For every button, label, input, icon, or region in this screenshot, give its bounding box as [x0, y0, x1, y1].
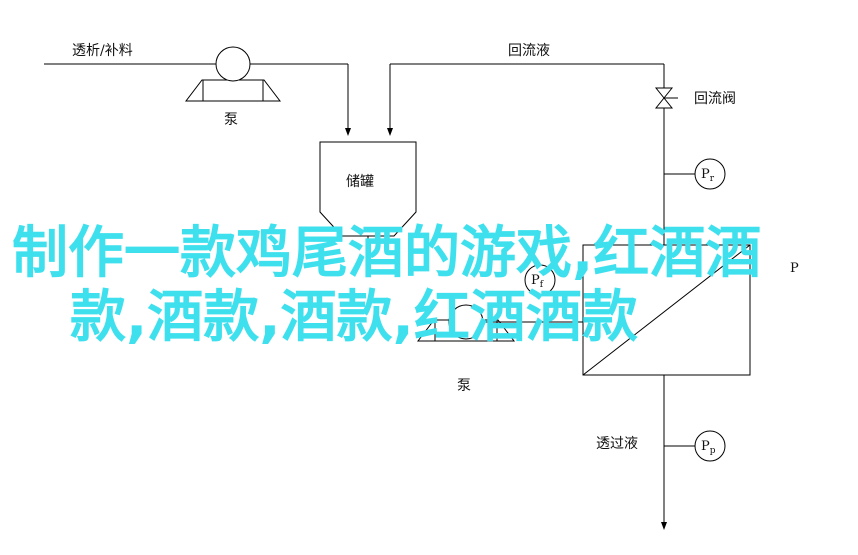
permeate-label: 透过液	[596, 436, 638, 452]
pressure-gauge-pp: Pp	[694, 430, 726, 462]
membrane-module	[582, 244, 751, 376]
feed-label: 透析/补料	[72, 43, 133, 59]
pump-bottom-label: 泵	[457, 378, 471, 394]
svg-text:Pf: Pf	[531, 273, 544, 290]
svg-text:Pr: Pr	[701, 167, 715, 184]
pump-top	[184, 46, 282, 102]
svg-text:Pp: Pp	[701, 439, 716, 456]
storage-tank	[319, 141, 417, 237]
overlay-line-2: 款,酒款,酒款,红酒酒款	[70, 285, 638, 350]
pump-bottom	[416, 304, 516, 342]
module-gauge-partial-label: P	[790, 261, 799, 276]
overlay-line-1: 制作一款鸡尾酒的游戏,红酒酒	[12, 221, 762, 286]
watermark-overlay-text: 制作一款鸡尾酒的游戏,红酒酒 款,酒款,酒款,红酒酒款	[0, 222, 858, 350]
pump-top-label: 泵	[224, 112, 238, 128]
pressure-gauge-pf: Pf	[524, 264, 556, 296]
return-liquid-label: 回流液	[508, 43, 550, 59]
tank-label: 储罐	[346, 174, 374, 190]
pressure-gauge-pr: Pr	[694, 158, 726, 190]
return-valve-label: 回流阀	[694, 91, 736, 107]
return-valve-icon	[654, 87, 678, 109]
